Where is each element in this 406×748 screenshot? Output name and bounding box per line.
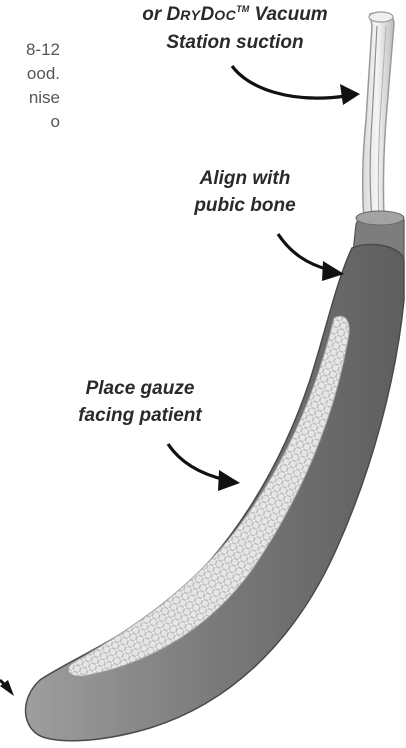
gauze-callout-line1: Place gauze: [40, 375, 240, 402]
gauze-callout-line2: facing patient: [40, 402, 240, 429]
suction-tube: [363, 12, 394, 222]
arrow-partial-icon: [0, 680, 14, 696]
pubic-bone-callout: Align with pubic bone: [170, 165, 320, 219]
arrow-to-gauze-icon: [168, 444, 240, 491]
arrow-to-tube-icon: [232, 66, 360, 105]
text-line: nise: [0, 86, 60, 110]
pubic-bone-callout-line1: Align with: [170, 165, 320, 192]
text-line: o: [0, 110, 60, 134]
suction-callout-line2: Station suction: [105, 29, 365, 56]
suction-callout: or DRYDOCTM Vacuum Station suction: [105, 0, 365, 56]
text-line: ood.: [0, 62, 60, 86]
suction-callout-line1: or DRYDOCTM Vacuum: [105, 0, 365, 29]
cropped-instruction-text: 8-12 ood. nise o: [0, 38, 60, 134]
pubic-bone-callout-line2: pubic bone: [170, 192, 320, 219]
gauze-callout: Place gauze facing patient: [40, 375, 240, 429]
text-line: 8-12: [0, 38, 60, 62]
arrow-to-pubic-bone-icon: [278, 234, 344, 281]
